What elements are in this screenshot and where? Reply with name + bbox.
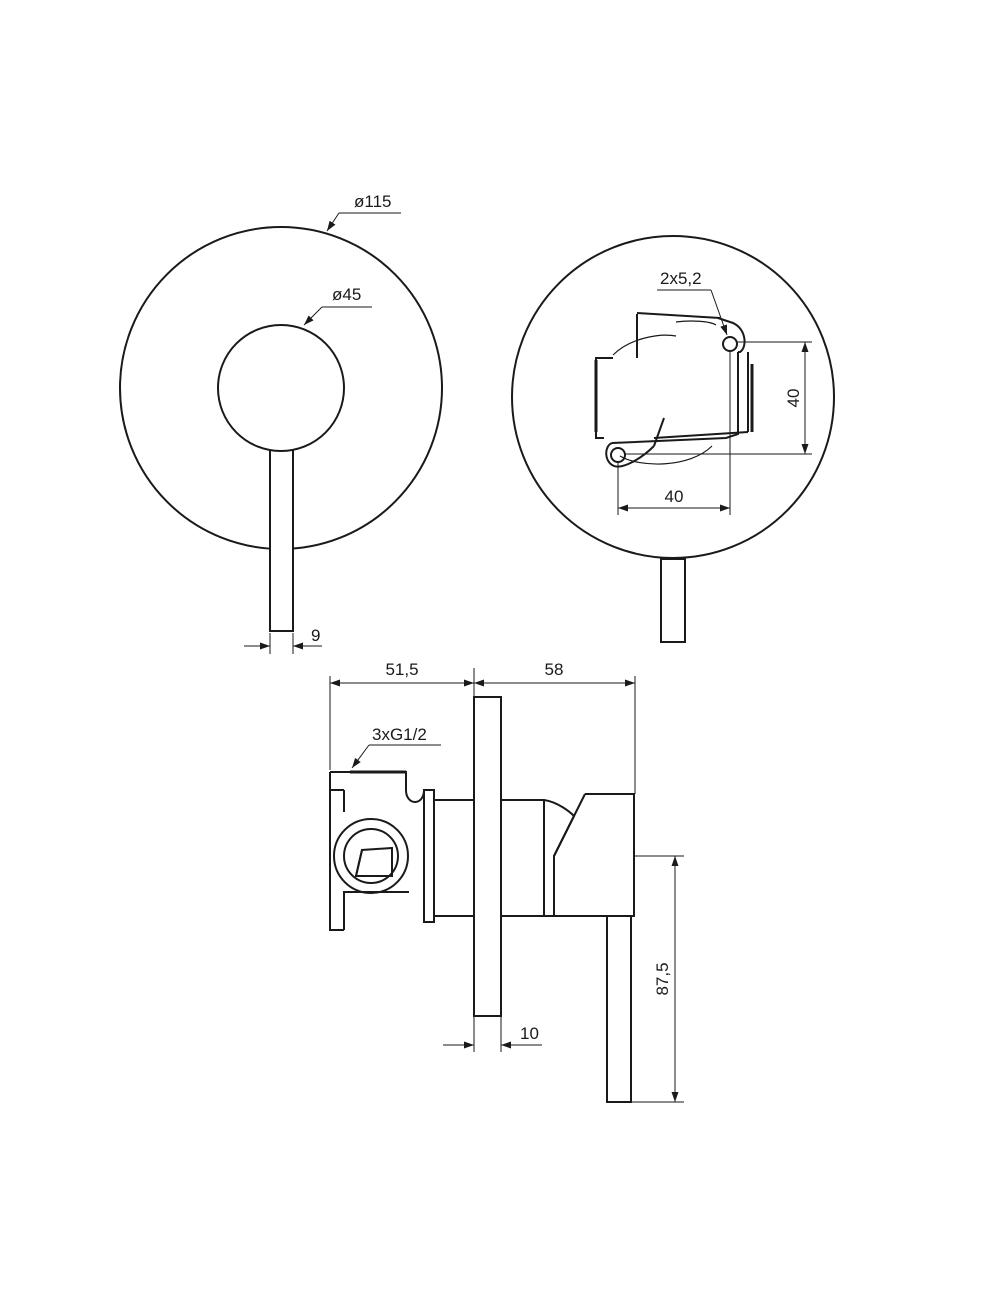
hole-spacing-vertical-dimension: 40 (625, 341, 812, 455)
mounting-flange (423, 789, 435, 923)
mount-holes-label: 2x5,2 (660, 269, 702, 288)
lever-length-label: 87,5 (653, 962, 672, 995)
rear-view: 2x5,2 40 40 (511, 235, 835, 643)
valve-body-side (329, 770, 475, 931)
body-depth-label: 51,5 (385, 660, 418, 679)
lever-side (606, 915, 632, 1103)
hole-spacing-vertical-label: 40 (784, 389, 803, 408)
cover-diameter-label: ø115 (354, 192, 392, 211)
projection-label: 58 (545, 660, 564, 679)
body-depth-dimension: 51,5 (329, 660, 475, 770)
knob-diameter-label: ø45 (332, 285, 361, 304)
side-view: 51,5 58 3xG1/2 10 87, (329, 660, 684, 1103)
mount-hole-lower (610, 447, 626, 463)
projection-dimension: 58 (474, 660, 636, 794)
front-knob (217, 324, 345, 452)
sleeve (433, 799, 475, 917)
inlet-outer (333, 818, 409, 894)
cover-diameter-callout: ø115 (326, 192, 401, 232)
handle-base (500, 799, 545, 917)
knob-diameter-callout: ø45 (303, 285, 372, 326)
lever-width-dimension: 9 (244, 626, 322, 654)
front-lever (269, 446, 294, 632)
cover-plate-side (473, 696, 502, 1017)
mount-holes-callout: 2x5,2 (657, 269, 728, 336)
mount-hole-upper (722, 336, 738, 352)
mixer-body-rear (594, 312, 754, 468)
front-view: ø115 ø45 9 (119, 192, 443, 654)
connections-callout: 3xG1/2 (351, 725, 441, 769)
lever-length-dimension: 87,5 (631, 855, 684, 1103)
plate-thickness-dimension: 10 (443, 1016, 542, 1052)
plate-thickness-label: 10 (520, 1024, 539, 1043)
hole-spacing-horizontal-dimension: 40 (617, 352, 731, 515)
lever-width-label: 9 (311, 626, 320, 645)
connections-label: 3xG1/2 (372, 725, 427, 744)
inlet-inner (343, 828, 399, 884)
rear-lever (660, 558, 686, 643)
hole-spacing-horizontal-label: 40 (665, 487, 684, 506)
handle-side (500, 793, 635, 1103)
